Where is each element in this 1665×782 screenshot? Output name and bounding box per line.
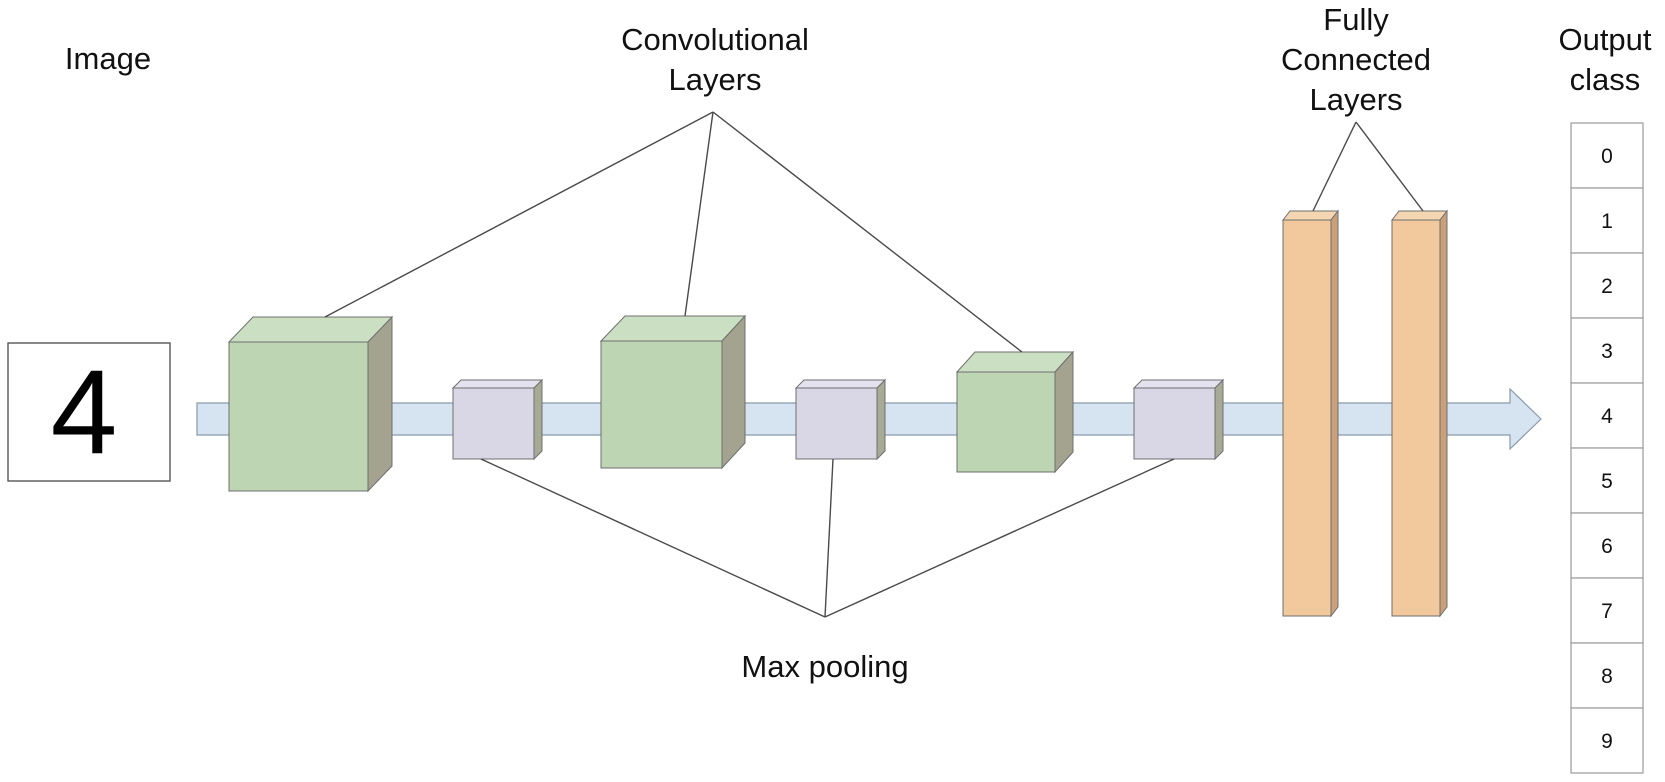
output-class-cell-frame: [1570, 512, 1644, 579]
output-class-value: 5: [1601, 470, 1613, 493]
output-class-cell-frame: [1570, 707, 1644, 774]
pool-layer-2-front: [795, 387, 878, 460]
output-class-cell: 1: [1570, 187, 1644, 254]
fc-layer-1-front: [1282, 219, 1332, 617]
fc-layer-2-top: [1390, 210, 1449, 221]
pool-layer-1: [451, 378, 544, 461]
conv-label-line-1: Convolutional: [621, 22, 809, 57]
pool-leader-line-3: [824, 458, 1175, 618]
input-image-frame: [7, 342, 171, 482]
fc-layer-2-side: [1439, 209, 1448, 618]
image-label: Image: [65, 41, 151, 76]
output-label-line-1: Output: [1558, 22, 1651, 57]
fc-label-line-1: Fully: [1323, 2, 1389, 37]
conv-leader-lines: [324, 111, 1023, 353]
conv-leader-line-3: [712, 111, 1023, 353]
conv-layer-3: [955, 350, 1075, 474]
output-class-cell: 4: [1570, 382, 1644, 449]
output-class-cell-frame: [1570, 382, 1644, 449]
output-class-cell: 9: [1570, 707, 1644, 774]
output-class-cell: 8: [1570, 642, 1644, 709]
output-class-cell: 3: [1570, 317, 1644, 384]
pool-layer-1-side: [533, 378, 543, 461]
output-class-cell-frame: [1570, 187, 1644, 254]
conv-leader-line-2: [684, 111, 714, 317]
conv-leader-line-1: [324, 111, 714, 318]
conv-layer-1-side: [367, 315, 393, 493]
input-digit: 4: [51, 345, 118, 479]
output-class-value: 8: [1601, 665, 1613, 688]
output-class-cell: 2: [1570, 252, 1644, 319]
output-class-cell: 5: [1570, 447, 1644, 514]
conv-layer-1-front: [228, 341, 369, 492]
max-pooling-label: Max pooling: [741, 649, 908, 684]
fc-leader-lines: [1312, 121, 1424, 212]
output-class-value: 9: [1601, 730, 1613, 753]
output-class-value: 2: [1601, 275, 1613, 298]
conv-layer-1-top: [227, 316, 394, 343]
output-class-value: 0: [1601, 145, 1613, 168]
conv-layer-2-side: [721, 314, 746, 470]
conv-layer-2-front: [600, 340, 723, 469]
conv-layer-2-top: [599, 315, 747, 342]
pool-layer-2-top: [794, 379, 887, 389]
fc-layer-1-top: [1281, 210, 1340, 221]
output-class-cell: 0: [1570, 122, 1644, 189]
pool-layer-3-front: [1133, 387, 1216, 460]
output-class-cell-frame: [1570, 317, 1644, 384]
conv-layer-2: [599, 314, 747, 470]
output-class-value: 6: [1601, 535, 1613, 558]
fc-layer-1-side: [1330, 209, 1339, 618]
output-class-value: 3: [1601, 340, 1613, 363]
conv-label-line-2: Layers: [668, 62, 761, 97]
conv-layer-3-side: [1054, 350, 1074, 474]
output-class-column: 0 1 2 3 4 5 6 7: [1570, 122, 1644, 774]
fc-leader-line-1: [1312, 121, 1357, 212]
conv-layer-3-top: [955, 351, 1075, 373]
output-class-cell-frame: [1570, 642, 1644, 709]
fc-label-line-2: Connected: [1281, 42, 1431, 77]
input-image: 4: [7, 342, 171, 482]
output-class-value: 7: [1601, 600, 1613, 623]
fc-layer-2-front: [1391, 219, 1441, 617]
pool-layer-3: [1132, 378, 1225, 461]
pool-leader-lines: [480, 458, 1175, 618]
pool-layer-3-top: [1132, 379, 1225, 389]
pool-layer-1-top: [451, 379, 544, 389]
output-class-cell-frame: [1570, 122, 1644, 189]
output-class-cell-frame: [1570, 577, 1644, 644]
output-class-value: 1: [1601, 210, 1613, 233]
fc-label-line-3: Layers: [1309, 82, 1402, 117]
conv-layer-3-front: [956, 371, 1056, 473]
fc-layer-1: [1281, 209, 1340, 618]
pool-layer-1-front: [452, 387, 535, 460]
pool-layer-2-side: [876, 378, 886, 461]
output-class-cell: 7: [1570, 577, 1644, 644]
conv-layer-1: [227, 315, 394, 493]
fc-leader-line-2: [1355, 121, 1424, 212]
pool-layer-3-side: [1214, 378, 1224, 461]
output-class-value: 4: [1601, 405, 1613, 428]
fc-layer-2: [1390, 209, 1449, 618]
output-class-cell: 6: [1570, 512, 1644, 579]
pool-layer-2: [794, 378, 887, 461]
pool-leader-line-2: [824, 458, 834, 618]
output-label-line-2: class: [1570, 62, 1641, 97]
output-class-cell-frame: [1570, 447, 1644, 514]
pool-leader-line-1: [480, 458, 826, 618]
